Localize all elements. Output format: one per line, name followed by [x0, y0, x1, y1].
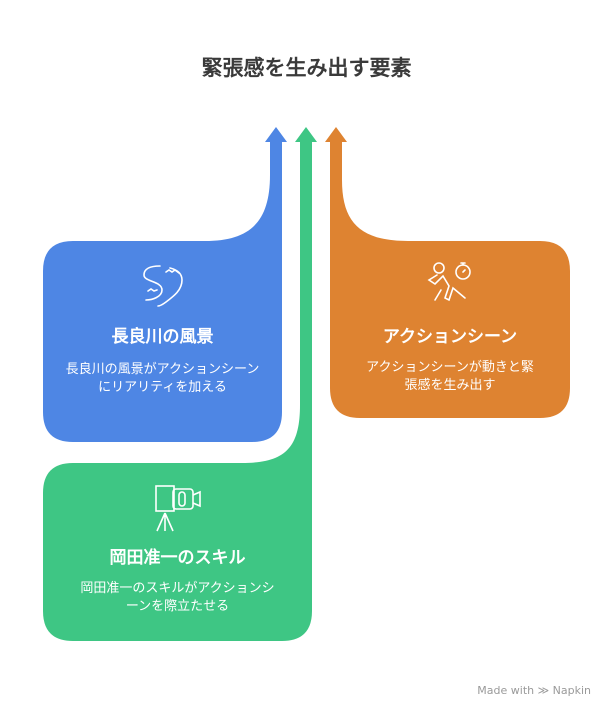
- made-with-text: Made with: [477, 684, 535, 697]
- river-icon: [142, 265, 183, 307]
- card-action-scene: アクションシーン アクションシーンが動きと緊張感を生み出す: [362, 260, 538, 395]
- green-arrowhead: [295, 127, 317, 142]
- orange-arrowhead: [325, 127, 347, 142]
- napkin-logo-icon: ≫: [537, 684, 550, 697]
- blue-arrow-shape: [43, 140, 282, 442]
- green-arrow-shape: [43, 140, 312, 641]
- orange-arrow-shape: [330, 140, 570, 418]
- movie-camera-icon: [154, 485, 201, 532]
- card-title: アクションシーン: [382, 327, 518, 347]
- card-title: 長良川の風景: [111, 327, 214, 347]
- napkin-watermark: Made with ≫ Napkin: [477, 684, 591, 697]
- card-description: アクションシーンが動きと緊張感を生み出す: [366, 360, 534, 393]
- blue-arrowhead: [265, 127, 287, 142]
- running-stopwatch-icon: [427, 262, 471, 302]
- card-title: 岡田准一のスキル: [109, 548, 246, 568]
- card-description: 岡田准一のスキルがアクションシーンを際立たせる: [80, 581, 275, 614]
- diagram-title: 緊張感を生み出す要素: [201, 56, 412, 80]
- card-okada-skill: 岡田准一のスキル 岡田准一のスキルがアクションシーンを際立たせる: [75, 483, 280, 616]
- brand-text: Napkin: [552, 684, 591, 697]
- card-nagara-river: 長良川の風景 長良川の風景がアクションシーンにリアリティを加える: [60, 262, 265, 397]
- card-description: 長良川の風景がアクションシーンにリアリティを加える: [65, 362, 260, 395]
